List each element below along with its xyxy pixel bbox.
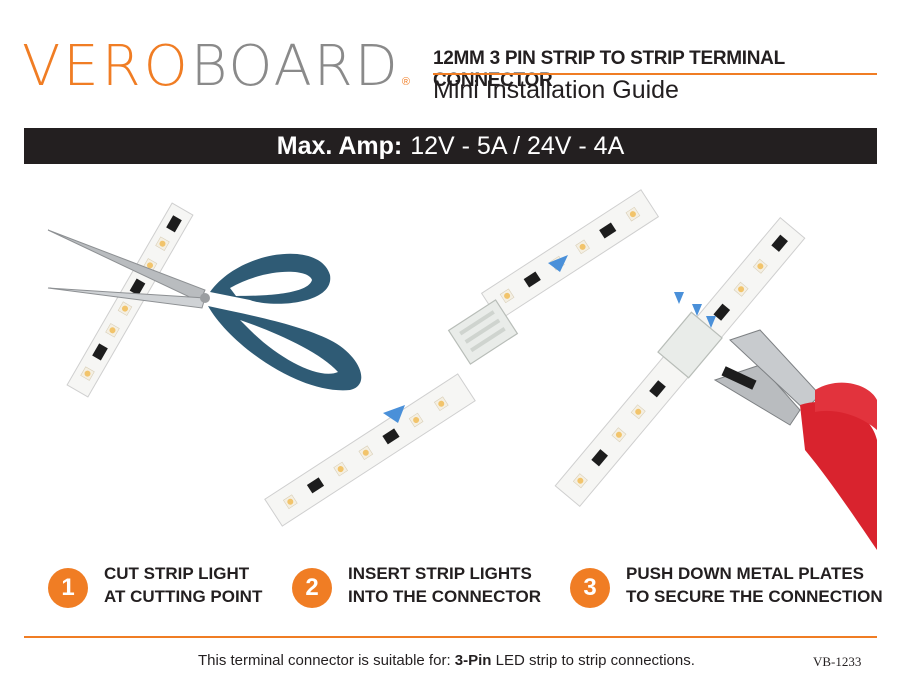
step-text-line1: INSERT STRIP LIGHTS (348, 564, 532, 583)
step-1: 1 CUT STRIP LIGHT AT CUTTING POINT (48, 562, 262, 608)
scissors-icon (47, 229, 362, 391)
title-divider (433, 73, 877, 75)
brand-logo-vero: VERO (22, 34, 191, 99)
step-text: CUT STRIP LIGHT AT CUTTING POINT (104, 562, 262, 608)
step-number-badge: 1 (48, 568, 88, 608)
led-strip-lower-2 (264, 373, 476, 527)
installation-illustrations (47, 189, 877, 550)
product-title: 12MM 3 PIN STRIP TO STRIP TERMINAL CONNE… (433, 48, 785, 91)
step-text-line2: TO SECURE THE CONNECTION (626, 587, 883, 606)
footer-divider (24, 636, 877, 638)
footer-note-bold: 3-Pin (454, 652, 492, 669)
max-amp-value: 12V - 5A / 24V - 4A (410, 131, 625, 160)
led-strip-upper-2 (480, 189, 660, 321)
max-amp-label: Max. Amp: (276, 131, 403, 160)
step-2: 2 INSERT STRIP LIGHTS INTO THE CONNECTOR (292, 562, 541, 608)
max-amp-bar: Max. Amp: 12V - 5A / 24V - 4A (24, 128, 877, 164)
step-text-line1: PUSH DOWN METAL PLATES (626, 564, 864, 583)
step-text-line2: INTO THE CONNECTOR (348, 587, 541, 606)
step-text: PUSH DOWN METAL PLATES TO SECURE THE CON… (626, 562, 883, 608)
step-text: INSERT STRIP LIGHTS INTO THE CONNECTOR (348, 562, 541, 608)
pliers-icon (713, 329, 877, 550)
led-strip-joined-3 (554, 216, 806, 508)
step-3: 3 PUSH DOWN METAL PLATES TO SECURE THE C… (570, 562, 883, 608)
brand-logo: VERO BOARD ® (22, 34, 410, 99)
footer-note-prefix: This terminal connector is suitable for: (198, 652, 455, 669)
registered-mark: ® (401, 76, 410, 88)
brand-logo-board: BOARD (190, 34, 400, 99)
connector-icon (447, 299, 519, 365)
document-code: VB-1233 (813, 654, 862, 669)
step-number-badge: 3 (570, 568, 610, 608)
footer-note-suffix: LED strip to strip connections. (491, 652, 695, 669)
step-text-line2: AT CUTTING POINT (104, 587, 263, 606)
step-text-line1: CUT STRIP LIGHT (104, 564, 250, 583)
footer-note: This terminal connector is suitable for:… (198, 652, 695, 669)
guide-subtitle: Mini Installation Guide (433, 76, 679, 104)
step-number-badge: 2 (292, 568, 332, 608)
